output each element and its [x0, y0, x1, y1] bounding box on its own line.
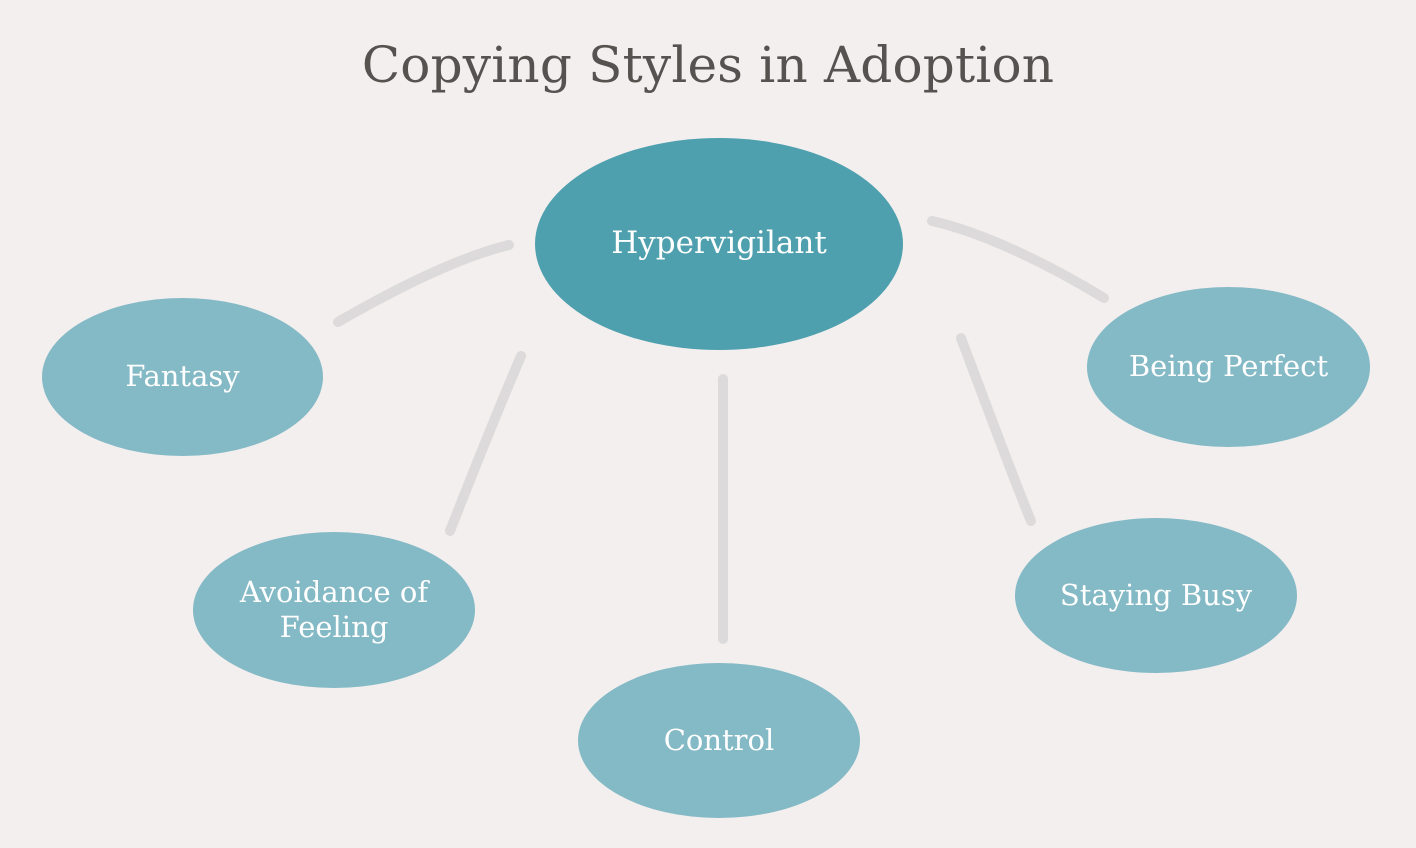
- node-label: Fantasy: [125, 359, 240, 394]
- node-label: Being Perfect: [1128, 349, 1329, 384]
- connector-center-to-avoidance: [445, 351, 526, 536]
- node-avoidance-of-feeling[interactable]: Avoidance of Feeling: [193, 532, 475, 688]
- node-hypervigilant[interactable]: Hypervigilant: [535, 138, 903, 350]
- node-being-perfect[interactable]: Being Perfect: [1087, 287, 1370, 447]
- node-label: Staying Busy: [1059, 577, 1253, 612]
- node-fantasy[interactable]: Fantasy: [42, 298, 323, 456]
- node-label: Avoidance of Feeling: [239, 574, 429, 644]
- node-label: Control: [663, 722, 775, 757]
- node-control[interactable]: Control: [578, 663, 860, 818]
- connector-center-to-being-perfect: [927, 216, 1109, 303]
- connector-center-to-fantasy: [333, 240, 514, 327]
- node-staying-busy[interactable]: Staying Busy: [1015, 518, 1297, 673]
- node-label: Hypervigilant: [611, 225, 827, 262]
- connector-center-to-staying-busy: [956, 333, 1036, 526]
- page-title: Copying Styles in Adoption: [361, 36, 1055, 94]
